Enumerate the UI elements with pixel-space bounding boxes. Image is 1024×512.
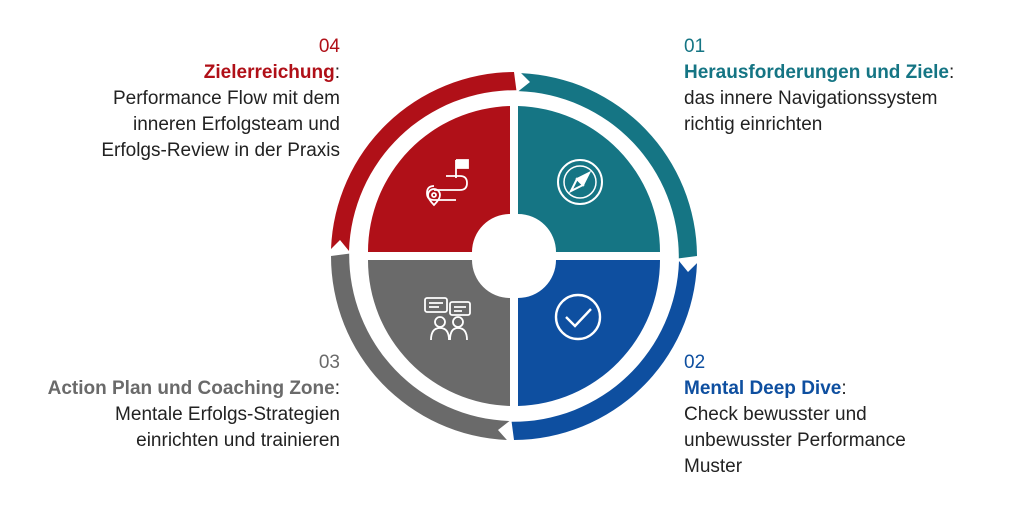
step-01-title: Herausforderungen und Ziele bbox=[684, 62, 949, 83]
step-02-title-line: Mental Deep Dive: bbox=[684, 378, 847, 399]
step-02-number: 02 bbox=[684, 352, 706, 373]
step-01-number: 01 bbox=[684, 36, 706, 57]
step-04-title-line: Zielerreichung: bbox=[203, 62, 340, 83]
step-03-number: 03 bbox=[318, 352, 340, 373]
compass-icon bbox=[557, 159, 603, 205]
step-01-desc-line-2: richtig einrichten bbox=[684, 114, 823, 135]
step-01-desc-line-1: das innere Navigationssystem bbox=[684, 88, 938, 109]
quadrant-03 bbox=[367, 260, 510, 406]
arrow-segment-02 bbox=[511, 261, 697, 440]
step-02-block: 02 Mental Deep Dive: Check bewusster und… bbox=[684, 350, 1014, 480]
route-flag-icon bbox=[426, 159, 469, 207]
step-04-block: 04 Zielerreichung: Performance Flow mit … bbox=[40, 34, 340, 164]
arrow-segment-03 bbox=[330, 253, 510, 440]
step-04-desc-line-3: Erfolgs-Review in der Praxis bbox=[101, 140, 340, 161]
step-04-desc-line-2: inneren Erfolgsteam und bbox=[132, 114, 340, 135]
step-03-desc-line-1: Mentale Erfolgs-Strategien bbox=[115, 404, 340, 425]
step-03-block: 03 Action Plan und Coaching Zone: Mental… bbox=[30, 350, 340, 454]
step-04-desc-line-1: Performance Flow mit dem bbox=[112, 88, 340, 109]
step-04-number: 04 bbox=[318, 36, 340, 57]
step-03-title: Action Plan und Coaching Zone bbox=[47, 378, 335, 399]
quadrant-02 bbox=[518, 260, 660, 406]
checkmark-icon bbox=[554, 293, 602, 341]
quadrant-04 bbox=[368, 106, 510, 252]
step-02-desc-line-2: unbewusster Performance bbox=[684, 430, 906, 451]
step-02-desc-line-1: Check bewusster und bbox=[684, 404, 867, 425]
step-03-desc-line-2: einrichten und trainieren bbox=[136, 430, 340, 451]
step-01-block: 01 Herausforderungen und Ziele: das inne… bbox=[684, 34, 1014, 138]
step-04-title: Zielerreichung bbox=[203, 62, 335, 83]
coaching-chat-icon bbox=[424, 297, 471, 341]
arrow-segment-01 bbox=[518, 73, 697, 259]
quadrant-01 bbox=[518, 106, 661, 252]
arrow-segment-04 bbox=[331, 72, 517, 251]
step-02-desc-line-3: Muster bbox=[684, 456, 743, 477]
step-02-title: Mental Deep Dive bbox=[684, 378, 842, 399]
step-01-title-line: Herausforderungen und Ziele: bbox=[684, 62, 955, 83]
step-03-title-line: Action Plan und Coaching Zone: bbox=[47, 378, 340, 399]
